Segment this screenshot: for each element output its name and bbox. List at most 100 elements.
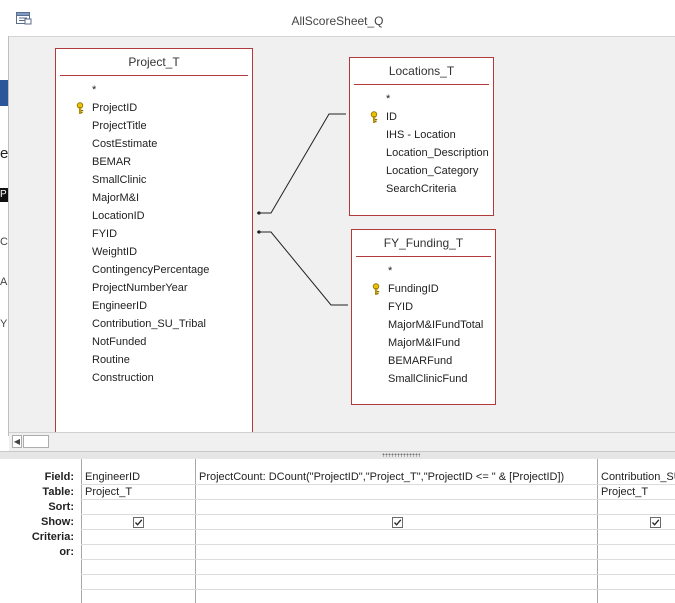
background-app-fragment: P [0,188,8,202]
field-name: Contribution_SU_Tribal [92,318,206,330]
table-title[interactable]: Project_T [56,49,252,76]
field-name: Routine [92,354,130,366]
row-label-sort: Sort: [48,501,74,513]
field-name: * [92,84,97,96]
window-title: AllScoreSheet_Q [291,14,384,28]
field-list: * ProjectID ProjectTitle CostEstimate BE… [56,81,252,387]
field-item[interactable]: MajorM&IFund [352,334,495,352]
grid-field-cell[interactable]: ProjectCount: DCount("ProjectID","Projec… [199,471,565,483]
key-icon [370,111,378,123]
background-app-strip: e P C A Y [0,36,9,436]
field-item-primary-key[interactable]: ProjectID [56,99,252,117]
field-item[interactable]: Construction [56,369,252,387]
field-name: Location_Description [386,147,489,159]
title-bar: AllScoreSheet_Q [0,0,675,37]
grid-divider[interactable] [195,459,196,603]
field-item[interactable]: * [56,81,252,99]
relationship-line-funding[interactable] [257,230,348,306]
field-item[interactable]: ProjectTitle [56,117,252,135]
grid-row-line [81,499,675,500]
grid-divider[interactable] [597,459,598,603]
key-icon [372,283,380,295]
field-item[interactable]: * [352,262,495,280]
field-item[interactable]: * [350,90,493,108]
table-title[interactable]: Locations_T [350,58,493,85]
field-item[interactable]: FYID [56,225,252,243]
grid-table-cell[interactable]: Project_T [601,486,649,498]
field-name: FundingID [388,283,439,295]
grid-row-line [81,559,675,560]
field-item[interactable]: BEMAR [56,153,252,171]
grid-divider [81,459,82,603]
show-checkbox[interactable] [650,517,661,528]
field-name: MajorM&IFundTotal [388,319,484,331]
field-item[interactable]: SmallClinic [56,171,252,189]
field-name: ID [386,111,397,123]
field-item[interactable]: ContingencyPercentage [56,261,252,279]
scrollbar-thumb[interactable] [23,435,49,448]
field-item[interactable]: SearchCriteria [350,180,493,198]
field-item[interactable]: LocationID [56,207,252,225]
field-name: EngineerID [92,300,148,312]
relationship-lines [257,113,348,306]
splitter-grip-icon[interactable] [382,453,420,457]
field-item[interactable]: WeightID [56,243,252,261]
field-name: LocationID [92,210,145,222]
relationship-line-location[interactable] [257,113,346,215]
field-name: ProjectNumberYear [92,282,188,294]
scroll-left-arrow-icon[interactable]: ◀ [12,435,22,448]
horizontal-scrollbar[interactable]: ◀ [9,432,675,451]
field-name: SmallClinic [92,174,147,186]
field-name: FYID [92,228,118,240]
table-title[interactable]: FY_Funding_T [352,230,495,257]
grid-row-line [81,529,675,530]
grid-row-line [81,514,675,515]
key-icon [76,102,84,114]
show-checkbox[interactable] [133,517,144,528]
field-item-primary-key[interactable]: ID [350,108,493,126]
checkmark-icon [135,519,143,526]
grid-table-cell[interactable]: Project_T [85,486,133,498]
field-item[interactable]: IHS - Location [350,126,493,144]
table-fy-funding-t[interactable]: FY_Funding_T * FundingID FYID MajorM&IFu… [351,229,496,405]
field-name: BEMAR [92,156,132,168]
grid-row-line [81,589,675,590]
field-item[interactable]: MajorM&I [56,189,252,207]
query-design-area[interactable]: Project_T * ProjectID ProjectTitle CostE… [9,37,675,438]
field-name: NotFunded [92,336,147,348]
field-item[interactable]: Location_Description [350,144,493,162]
query-design-grid[interactable]: Field: Table: Sort: Show: Criteria: or: … [0,459,675,603]
field-item-primary-key[interactable]: FundingID [352,280,495,298]
background-app-fragment: A [0,276,8,288]
field-item[interactable]: Contribution_SU_Tribal [56,315,252,333]
field-item[interactable]: Location_Category [350,162,493,180]
field-name: SearchCriteria [386,183,457,195]
field-name: ProjectTitle [92,120,147,132]
table-project-t[interactable]: Project_T * ProjectID ProjectTitle CostE… [55,48,253,438]
query-icon [16,12,32,25]
field-item[interactable]: NotFunded [56,333,252,351]
field-item[interactable]: SmallClinicFund [352,370,495,388]
background-app-fragment: C [0,236,8,248]
background-app-fragment: Y [0,318,8,330]
table-locations-t[interactable]: Locations_T * ID IHS - Location Location… [349,57,494,216]
show-checkbox[interactable] [392,517,403,528]
field-name: BEMARFund [388,355,453,367]
checkmark-icon [394,519,402,526]
field-name: ContingencyPercentage [92,264,210,276]
field-item[interactable]: BEMARFund [352,352,495,370]
field-name: IHS - Location [386,129,456,141]
grid-field-cell[interactable]: EngineerID [85,471,141,483]
grid-row-line [81,484,675,485]
field-name: WeightID [92,246,138,258]
grid-field-cell[interactable]: Contribution_SU_Tribal [601,471,675,483]
field-item[interactable]: FYID [352,298,495,316]
row-label-show: Show: [41,516,74,528]
field-item[interactable]: Routine [56,351,252,369]
field-item[interactable]: MajorM&IFundTotal [352,316,495,334]
field-name: MajorM&I [92,192,140,204]
field-name: CostEstimate [92,138,158,150]
field-item[interactable]: EngineerID [56,297,252,315]
field-item[interactable]: ProjectNumberYear [56,279,252,297]
field-item[interactable]: CostEstimate [56,135,252,153]
